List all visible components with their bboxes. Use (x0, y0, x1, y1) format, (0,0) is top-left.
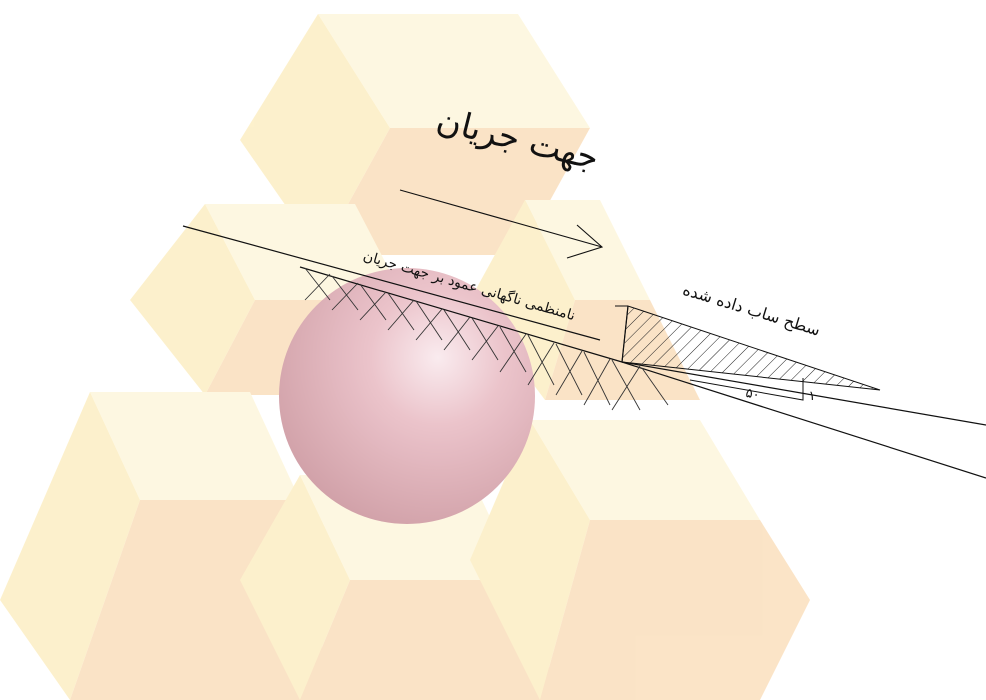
slope-rise-label: ۱ (809, 389, 816, 404)
flow-arrow-shaft (399, 189, 603, 248)
upper-reference-line (182, 225, 601, 341)
technical-drawing (182, 189, 986, 479)
ground-surface-wedge (621, 305, 881, 391)
bed-surface-line (299, 266, 623, 363)
channel-bottom-line (621, 361, 986, 479)
slope-triangle (689, 378, 804, 401)
watermark-cube-bottom-left (0, 392, 330, 700)
flow-arrow-head (566, 224, 604, 259)
channel-top-line (621, 361, 986, 426)
watermark-sphere (279, 268, 535, 524)
cross-hatched-bed (304, 267, 669, 411)
slope-run-label: ۵۰ (744, 386, 760, 403)
watermark-cube-bottom-right (470, 420, 810, 700)
watermark-logo (0, 14, 810, 700)
